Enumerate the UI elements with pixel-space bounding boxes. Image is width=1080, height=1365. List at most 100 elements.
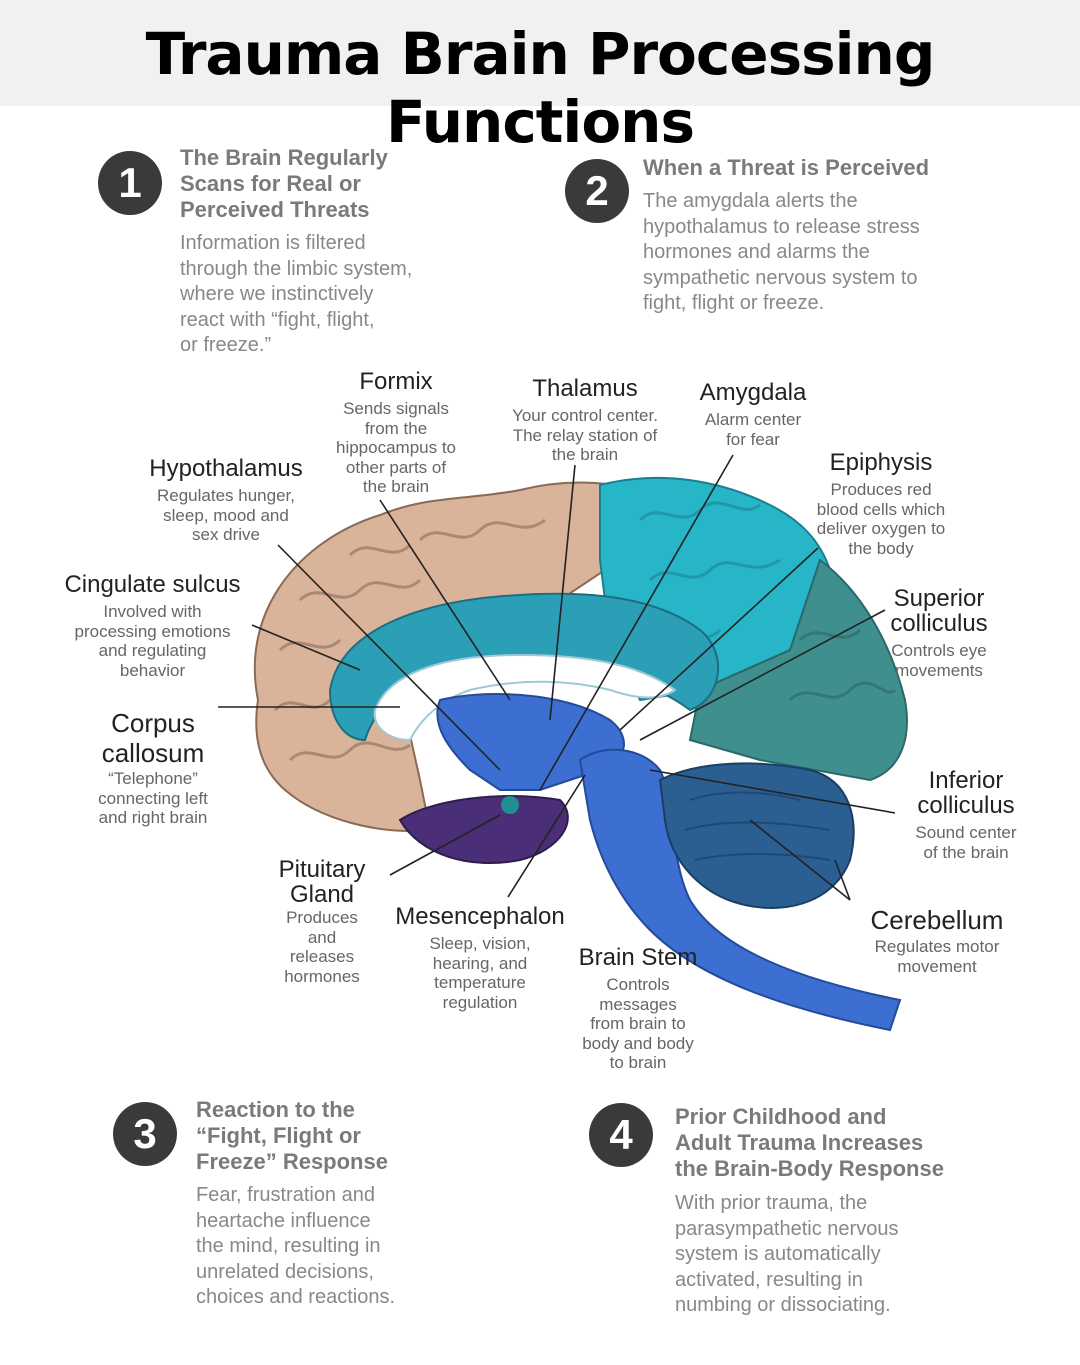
label-thalamus-desc: Your control center. The relay station o… [495, 406, 675, 465]
step-4-title-line: the Brain-Body Response [675, 1156, 944, 1181]
step-3-title: Reaction to the “Fight, Flight or Freeze… [196, 1097, 388, 1175]
label-cerebellum-desc: Regulates motor movement [847, 937, 1027, 976]
leader-cingulate [251, 624, 361, 671]
label-pituitary-name: Pituitary Gland [262, 857, 382, 907]
label-hypothalamus-desc-line: Regulates hunger, [157, 486, 295, 505]
leader-formix [379, 499, 511, 701]
label-thalamus-desc-line: Your control center. [512, 406, 658, 425]
step-2-body-line: hypothalamus to release stress [643, 215, 920, 238]
step-3-title-line: Reaction to the [196, 1097, 355, 1122]
step-1-badge: 1 [98, 151, 162, 215]
frontal-cortex [253, 481, 652, 832]
label-brainstem-desc-line: Controls [606, 975, 670, 994]
label-epiphysis-name: Epiphysis [829, 449, 933, 476]
step-1-body-line: through the limbic system, [180, 257, 413, 280]
label-corpus-desc-line: connecting left [98, 788, 208, 808]
label-formix-desc-line: Sends signals [343, 399, 449, 418]
step-4-body-line: system is automatically [675, 1243, 881, 1265]
page-title: Trauma Brain Processing Functions [145, 20, 936, 156]
label-superior-desc-line: movements [895, 660, 983, 680]
label-pituitary-desc-line: Produces [286, 908, 358, 927]
leader-thalamus [549, 464, 576, 721]
label-epiphysis-desc-line: deliver oxygen to [816, 519, 946, 538]
step-3-body-line: unrelated decisions, [196, 1260, 374, 1283]
label-formix-desc: Sends signals from the hippocampus to ot… [316, 399, 476, 497]
label-mesencephalon-desc-line: temperature [434, 973, 526, 992]
label-cerebellum-name: Cerebellum [870, 905, 1004, 935]
label-thalamus-desc-line: the brain [551, 445, 619, 464]
step-4-title: Prior Childhood and Adult Trauma Increas… [675, 1104, 944, 1182]
label-brainstem-name: Brain Stem [578, 944, 698, 971]
leader-superior [639, 609, 886, 741]
label-cingulate-name: Cingulate sulcus [64, 571, 241, 598]
step-4-body-line: numbing or dissociating. [675, 1294, 891, 1316]
label-cerebellum-desc-line: Regulates motor [874, 937, 1000, 956]
step-1-title: The Brain Regularly Scans for Real or Pe… [180, 145, 388, 223]
step-3-body-line: heartache influence [196, 1209, 371, 1232]
label-mesencephalon-desc-line: regulation [442, 992, 518, 1012]
label-hypothalamus-desc-line: sex drive [191, 525, 261, 544]
label-brainstem-desc: Controls messages from brain to body and… [562, 975, 714, 1073]
occipital-cortex [688, 558, 908, 782]
label-amygdala-desc: Alarm center for fear [683, 410, 823, 449]
step-2-badge: 2 [565, 159, 629, 223]
label-brainstem-desc-line: messages [599, 994, 677, 1014]
label-pituitary-desc-line: releases [289, 947, 355, 966]
label-pituitary-desc-line: hormones [284, 966, 360, 986]
step-3-badge: 3 [113, 1102, 177, 1166]
step-4-title-line: Adult Trauma Increases [675, 1130, 924, 1155]
leader-mesencephalon [507, 774, 586, 898]
label-pituitary-desc-line: and [307, 927, 337, 947]
label-hypothalamus-desc: Regulates hunger, sleep, mood and sex dr… [136, 486, 316, 545]
label-pituitary-name-line: Gland [289, 881, 355, 908]
cerebellum-shape [658, 762, 855, 909]
label-corpus-desc: “Telephone” connecting left and right br… [82, 769, 224, 828]
label-epiphysis-desc-line: the body [848, 538, 914, 558]
label-amygdala-desc-line: Alarm center [704, 410, 802, 429]
step-3-body-line: Fear, frustration and [196, 1184, 375, 1206]
step-3-title-line: Freeze” Response [196, 1149, 388, 1174]
label-brainstem-desc-line: body and body [582, 1033, 694, 1053]
label-superior-name-line: Superior [893, 585, 985, 612]
label-inferior-desc: Sound center of the brain [896, 823, 1036, 862]
corpus-callosum-shape [373, 653, 677, 742]
step-2-body-line: fight, flight or freeze. [643, 292, 825, 314]
leader-inferior [649, 769, 896, 814]
pituitary-gland-shape [501, 796, 519, 814]
step-2-body-line: sympathetic nervous system to [643, 266, 918, 289]
step-3-body-line: choices and reactions. [196, 1286, 396, 1308]
label-corpus-desc-line: “Telephone” [108, 769, 198, 788]
step-3-title-line: “Fight, Flight or [196, 1123, 361, 1148]
leader-amygdala [539, 454, 734, 791]
step-2-body-line: The amygdala alerts the [643, 190, 858, 212]
step-1-title-line: Perceived Threats [180, 197, 370, 222]
leader-pituitary [389, 814, 501, 876]
thalamus-region [436, 693, 625, 791]
step-4-body-line: With prior trauma, the [675, 1192, 868, 1214]
step-4-body: With prior trauma, the parasympathetic n… [675, 1191, 898, 1319]
label-thalamus-desc-line: The relay station of [512, 425, 658, 445]
step-1-body-line: or freeze.” [180, 334, 272, 356]
label-formix-name: Formix [359, 368, 433, 395]
cerebellum-folia [684, 791, 831, 861]
label-corpus-name: Corpus callosum [82, 708, 224, 768]
step-2-body: The amygdala alerts the hypothalamus to … [643, 189, 920, 317]
leader-lines [218, 454, 896, 901]
label-corpus-name-line: Corpus [111, 708, 195, 738]
label-superior-desc-line: Controls eye [891, 641, 987, 660]
label-corpus-desc-line: and right brain [98, 808, 208, 827]
label-epiphysis-desc: Produces red blood cells which deliver o… [800, 480, 962, 558]
step-1-body-line: where we instinctively [180, 283, 374, 305]
step-1-title-line: The Brain Regularly [180, 145, 388, 170]
step-3-body: Fear, frustration and heartache influenc… [196, 1183, 395, 1311]
label-cingulate-desc-line: behavior [119, 660, 186, 680]
label-cingulate-desc-line: processing emotions [74, 621, 231, 641]
step-1-body: Information is filtered through the limb… [180, 231, 412, 359]
step-4-badge: 4 [589, 1103, 653, 1167]
label-thalamus-name: Thalamus [532, 375, 638, 402]
frontal-gyri [273, 518, 546, 762]
label-hypothalamus-desc-line: sleep, mood and [163, 505, 289, 525]
label-epiphysis-desc-line: Produces red [830, 480, 932, 499]
label-inferior-name-line: Inferior [928, 767, 1004, 794]
label-brainstem-desc-line: to brain [609, 1053, 667, 1072]
